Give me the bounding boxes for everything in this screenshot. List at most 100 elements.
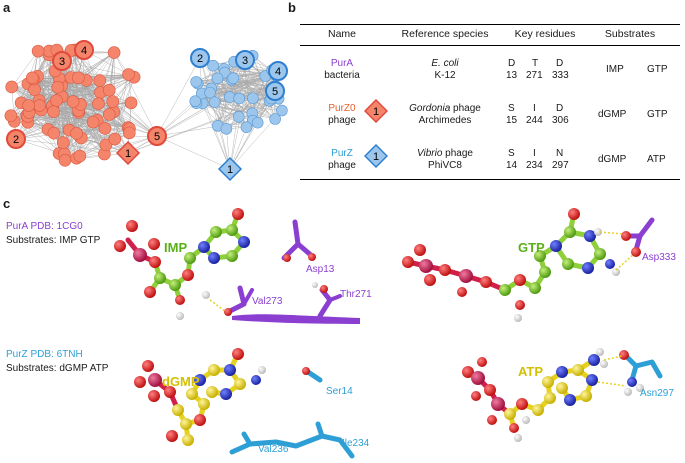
blue-node: [233, 92, 246, 105]
row3-substrate-2: ATP: [647, 154, 666, 165]
row1-res-letter-2: T: [532, 58, 539, 69]
orange-node: [70, 127, 83, 140]
row1-res-num-3: 333: [552, 70, 569, 81]
orange-numbered-node: [74, 40, 94, 60]
row2-species: Gordonia phage: [395, 103, 495, 115]
blue-node: [189, 95, 202, 108]
row1-substrate-1: IMP: [606, 64, 624, 75]
asn297-residue: [597, 350, 663, 396]
blue-node-number: 5: [272, 86, 278, 98]
orange-node: [58, 154, 72, 167]
orange-node-number: 3: [59, 56, 65, 68]
ile234-label: Ile234: [342, 438, 370, 449]
header-substrates: Substrates: [604, 28, 656, 40]
orange-numbered-node: [52, 51, 72, 71]
val236-label: Val236: [258, 444, 289, 455]
orange-node: [31, 44, 45, 58]
dgmp-label: dGMP: [162, 374, 200, 389]
blue-numbered-node: [265, 81, 285, 101]
row1-name: PurA: [330, 58, 354, 69]
row3-res-letter-3: N: [556, 148, 564, 159]
orange-node: [103, 108, 116, 121]
orange-node: [51, 80, 65, 94]
orange-numbered-node: [6, 129, 26, 149]
blue-node-number: 3: [242, 55, 248, 67]
row2-species-phage: phage: [453, 103, 481, 114]
blue-node: [208, 96, 221, 108]
imp-label: IMP: [164, 240, 187, 255]
orange-node-number: 4: [81, 45, 87, 57]
row1-res-num-1: 13: [506, 70, 518, 81]
blue-node: [211, 72, 224, 85]
blue-node: [276, 104, 288, 117]
blue-node: [247, 92, 259, 105]
row3-res-letter-1: S: [508, 148, 515, 159]
blue-numbered-node: [268, 61, 288, 81]
table-bottom-rule: [300, 179, 680, 180]
orange-node: [56, 136, 70, 149]
row2-res-num-2: 244: [526, 115, 543, 126]
row2-res-num-1: 15: [506, 115, 518, 126]
blue-node: [232, 111, 245, 123]
row3-species-name: PhiVC8: [428, 160, 462, 171]
dgmp-molecule: [134, 348, 266, 446]
purz-diamond-badge: 1: [364, 144, 388, 168]
row2-res-letter-3: D: [556, 103, 564, 114]
panel-label-c: c: [3, 196, 11, 211]
blue-node: [204, 86, 216, 99]
header-residues: Key residues: [514, 28, 576, 40]
table-top-rule: [300, 24, 680, 25]
orange-node-number: 2: [13, 134, 19, 146]
orange-node: [108, 132, 122, 146]
row2-species-name: Archimedes: [418, 115, 472, 126]
row3-res-letter-2: I: [533, 148, 536, 159]
orange-node: [122, 68, 135, 81]
blue-node: [220, 123, 233, 135]
asp13-residue: [281, 219, 316, 262]
blue-node-number: 4: [275, 66, 281, 78]
orange-diamond-number: 1: [125, 148, 131, 160]
orange-node: [47, 105, 60, 118]
orange-node: [73, 149, 87, 163]
row3-species-phage: phage: [445, 148, 473, 159]
row1-res-letter-3: D: [556, 58, 564, 69]
val273-label: Val273: [252, 296, 283, 307]
row3-res-num-2: 234: [526, 160, 543, 171]
thr271-label: Thr271: [340, 289, 372, 300]
row2-res-letter-2: I: [533, 103, 536, 114]
purz-diamond-number: 1: [373, 151, 379, 163]
ser14-residue: [302, 367, 323, 383]
asn297-label: Asn297: [640, 388, 674, 399]
val273-thr271-backbone: [209, 282, 360, 324]
panel-label-a: a: [3, 0, 11, 15]
val236-ile234-backbone: [229, 421, 355, 459]
row3-species-genus: Vibrio: [417, 148, 443, 159]
row3-name: PurZ: [331, 148, 353, 159]
blue-node: [207, 59, 219, 72]
imp-molecule: [114, 208, 250, 320]
orange-node: [22, 99, 35, 112]
gtp-label: GTP: [518, 240, 545, 255]
orange-numbered-node: [147, 126, 167, 146]
row3-species: Vibrio phage: [395, 148, 495, 160]
row2-name-sub: phage: [328, 115, 356, 126]
atp-label: ATP: [518, 364, 543, 379]
pura-substrates-label: Substrates: IMP GTP: [6, 235, 101, 246]
orange-node: [102, 83, 116, 97]
blue-node-number: 2: [197, 53, 203, 65]
row2-substrate-2: GTP: [647, 109, 668, 120]
orange-node: [4, 109, 18, 123]
purz-pdb-label: PurZ PDB: 6TNH: [6, 349, 83, 360]
blue-node: [240, 121, 253, 134]
orange-node: [47, 126, 61, 140]
blue-numbered-node: [235, 50, 255, 70]
row2-res-letter-1: S: [508, 103, 515, 114]
row3-res-num-3: 297: [552, 160, 569, 171]
ser14-label: Ser14: [326, 386, 353, 397]
row1-species: E. coli: [431, 58, 459, 69]
row2-species-genus: Gordonia: [409, 103, 451, 114]
asp333-residue: [599, 217, 655, 271]
row1-res-letter-1: D: [508, 58, 516, 69]
